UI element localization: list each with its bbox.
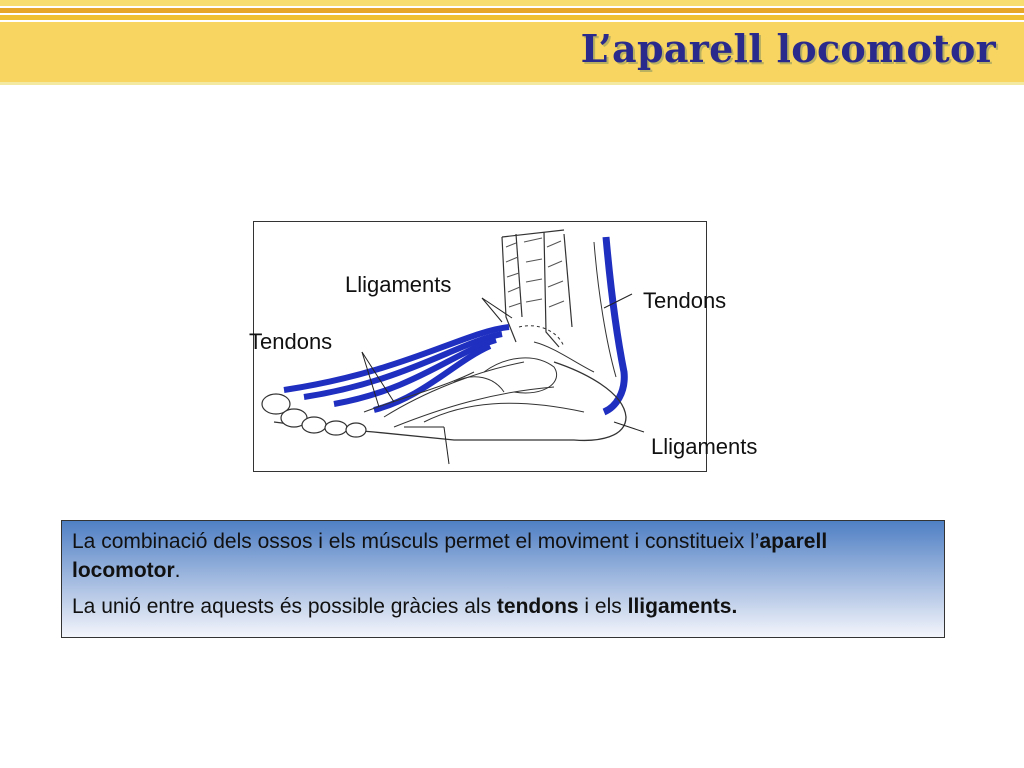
slide-title: L’aparell locomotor <box>580 26 996 71</box>
info-text: La combinació dels ossos i els músculs p… <box>72 530 760 553</box>
info-bold-term: tendons <box>496 594 579 618</box>
info-text: . <box>174 559 181 583</box>
label-ligaments-top: Lligaments <box>345 272 452 297</box>
header-stripe <box>0 8 1024 13</box>
label-tendons-right: Tendons <box>643 288 727 313</box>
info-paragraph-1: La combinació dels ossos i els músculs p… <box>72 527 934 586</box>
info-text: La unió entre aquests és possible gràcie… <box>72 594 497 618</box>
header-top-band <box>0 0 1024 6</box>
header-band <box>0 22 1024 85</box>
info-box: La combinació dels ossos i els músculs p… <box>61 520 945 638</box>
foot-anatomy-figure <box>253 221 707 472</box>
label-ligaments-bottom: Lligaments <box>651 434 758 459</box>
header-stripe <box>0 15 1024 20</box>
info-bold-term: aparell locomotor <box>72 530 828 583</box>
info-paragraph-2: La unió entre aquests és possible gràcie… <box>72 592 934 621</box>
info-text: i els <box>578 594 628 618</box>
label-tendons-left: Tendons <box>249 329 333 354</box>
info-bold-term: lligaments. <box>627 594 738 618</box>
foot-illustration <box>261 229 645 465</box>
